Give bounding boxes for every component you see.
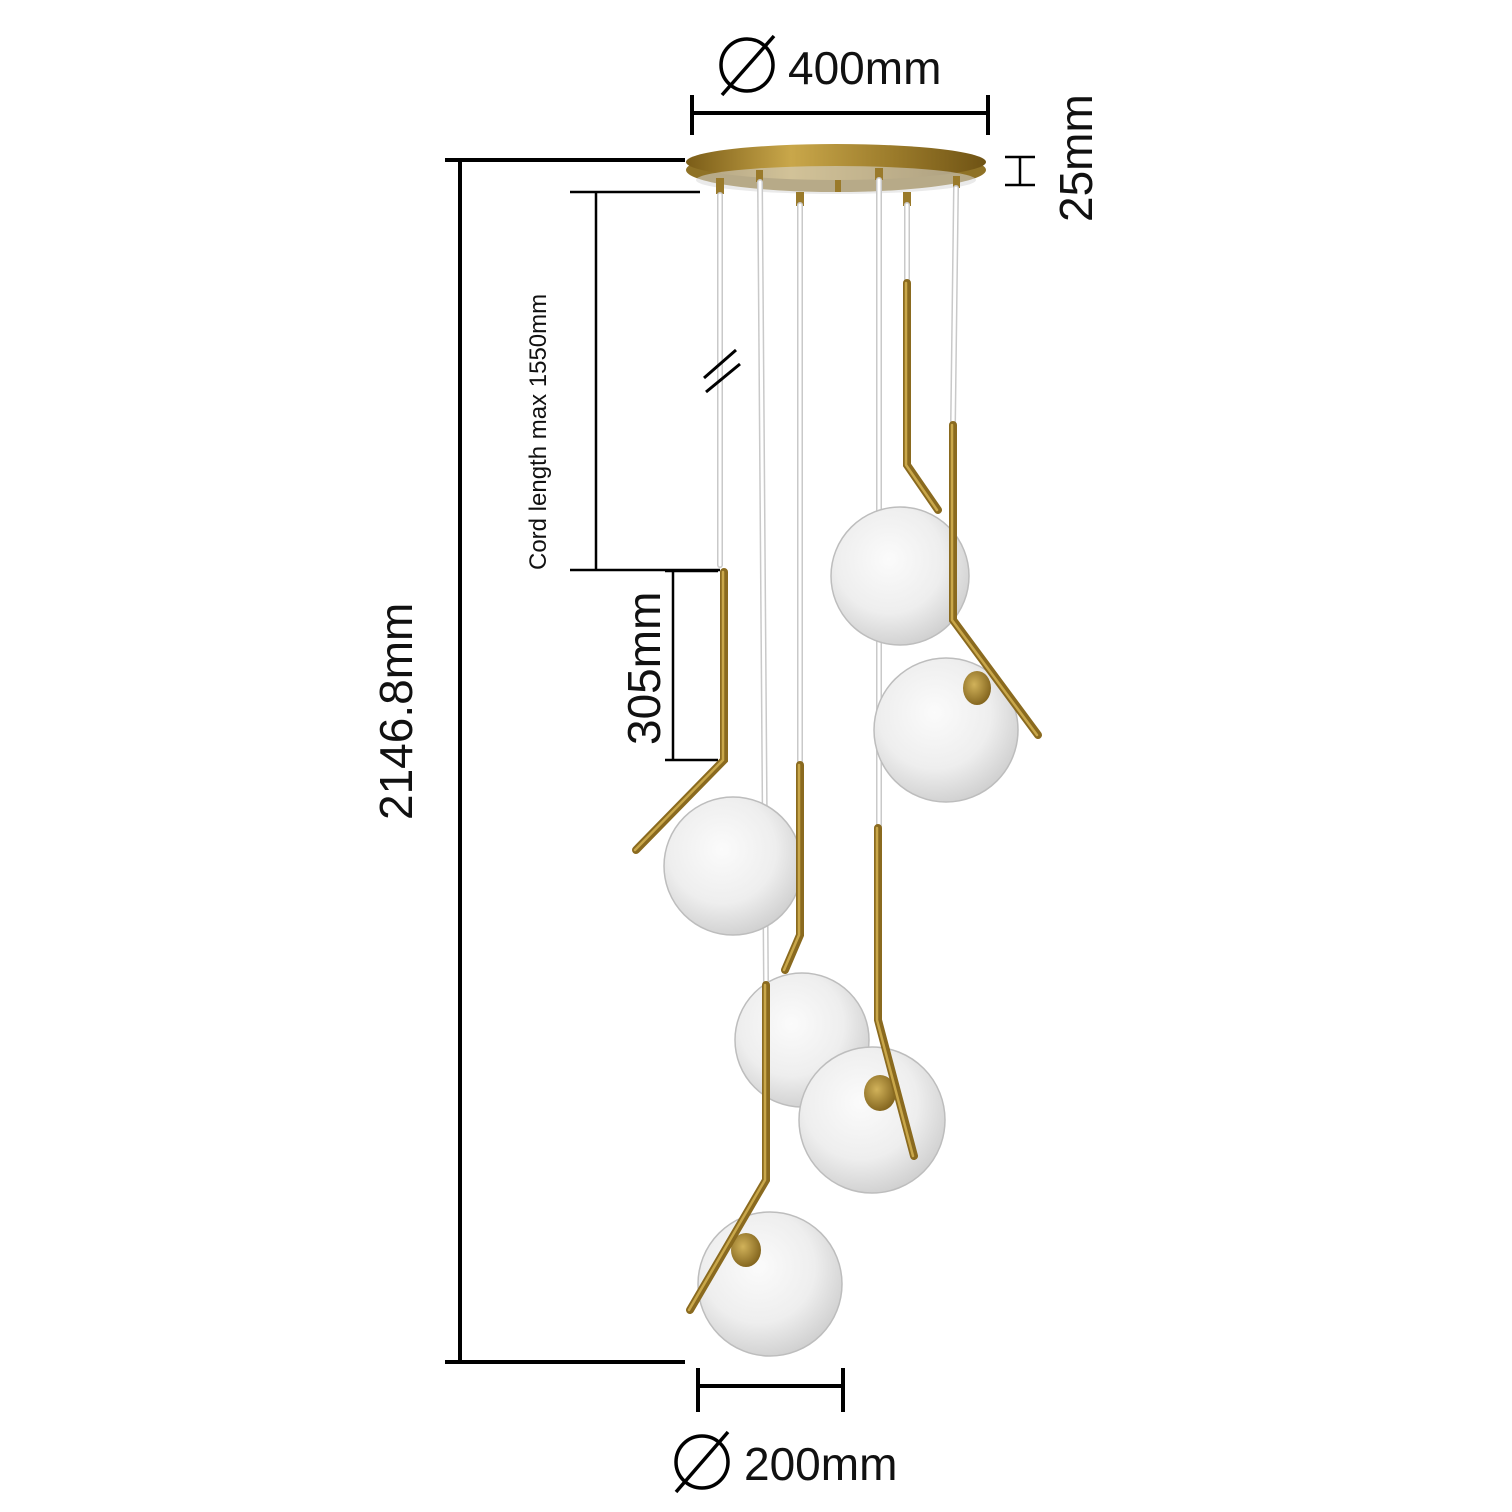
globe-diameter-label: 200mm (744, 1438, 897, 1490)
globe-lamp-5 (798, 824, 946, 1194)
canopy-height-label: 25mm (1050, 94, 1102, 222)
total-height-label: 2146.8mm (370, 603, 422, 820)
total-height-dimension: 2146.8mm (370, 158, 685, 1364)
canopy-diameter-dimension: 400mm (690, 34, 990, 135)
globe-lamp-1 (830, 279, 970, 646)
ceiling-canopy (686, 144, 986, 206)
globe-lamp-2 (873, 421, 1042, 803)
globe-lamp-3 (632, 568, 803, 936)
globe-diameter-dimension: 200mm (674, 1368, 897, 1494)
globe-lamp-6 (686, 981, 843, 1357)
rod-length-dimension: 305mm (618, 569, 718, 762)
cord-length-dimension: Cord length max 1550mm (525, 190, 720, 572)
cord-length-label: Cord length max 1550mm (525, 294, 552, 570)
diameter-icon (719, 34, 776, 97)
canopy-height-dimension: 25mm (1005, 94, 1102, 222)
cord-break-icon (703, 348, 741, 394)
rod-length-label: 305mm (618, 592, 670, 745)
canopy-diameter-label: 400mm (788, 42, 941, 94)
diameter-icon (674, 1430, 730, 1494)
